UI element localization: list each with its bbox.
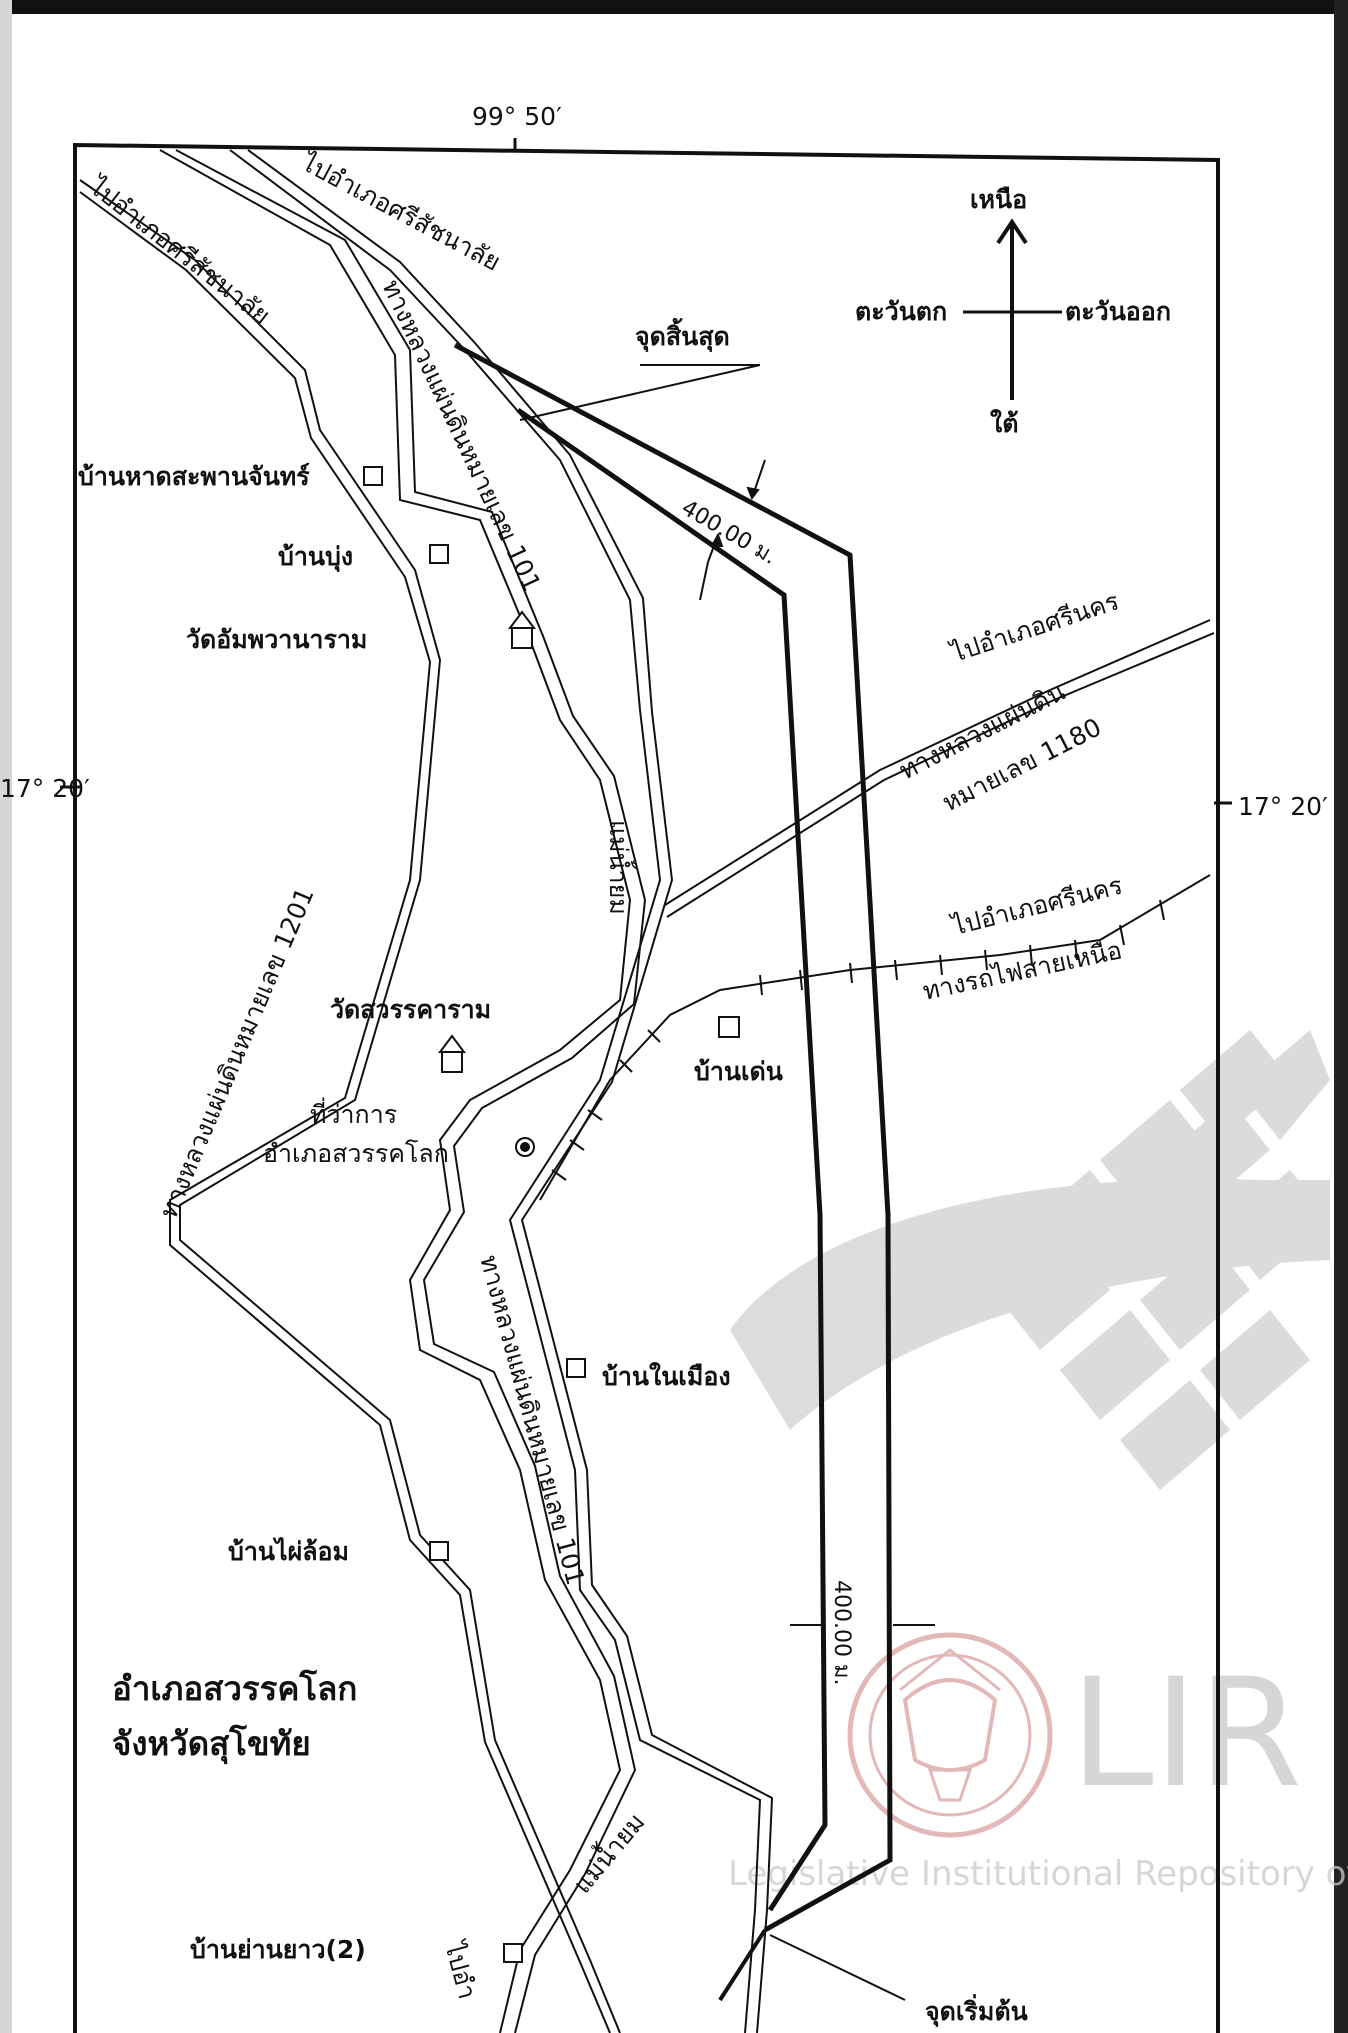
compass-east: ตะวันออก	[1065, 297, 1171, 326]
latitude-label-right: 17° 20′	[1238, 792, 1328, 821]
watermark-text: Legislative Institutional Repository of	[728, 1854, 1348, 1894]
to-si-nakhon-upper: ไปอำเภอศรีนคร	[946, 586, 1122, 668]
end-point-label: จุดสิ้นสุด	[635, 317, 730, 353]
compass: เหนือ ใต้ ตะวันตก ตะวันออก	[855, 185, 1171, 438]
ban-yan-yao-label: บ้านย่านยาว(2)	[190, 1935, 366, 1964]
watermark: LIR Legislative Institutional Repository…	[728, 1030, 1348, 1894]
to-si-satchanalai-left: ไปอำเภอศรีสัชนาลัย	[83, 171, 276, 331]
dimension-top	[699, 459, 766, 601]
parliament-seal	[847, 1632, 1053, 1838]
compass-west: ตะวันตก	[855, 297, 947, 326]
district-office-label-line2: อำเภอสวรรคโลก	[263, 1139, 449, 1168]
ban-phai-lom-label: บ้านไผ่ล้อม	[228, 1536, 349, 1566]
distance-bottom: 400.00 ม.	[829, 1580, 854, 1685]
railway-label: ทางรถไฟสายเหนือ	[920, 935, 1124, 1005]
northern-railway	[539, 874, 1211, 1201]
to-si-nakhon-lower: ไปอำเภอศรีนคร	[947, 871, 1125, 942]
village-icon	[503, 1943, 523, 1963]
to-si-satchanalai-right: ไปอำเภอศรีสัชนาลัย	[295, 147, 505, 277]
ban-den-label: บ้านเด่น	[694, 1057, 783, 1086]
region-province: จังหวัดสุโขทัย	[112, 1724, 311, 1765]
highway-101	[229, 149, 774, 2033]
latitude-label-left: 17° 20′	[0, 774, 90, 803]
boundary-zone	[453, 342, 893, 1933]
district-office-label-line1: ที่ว่าการ	[310, 1097, 397, 1129]
left-edge	[0, 0, 12, 2033]
highway-1180	[664, 619, 1215, 918]
compass-arrow-icon	[996, 218, 1028, 245]
ban-bung-label: บ้านบุ่ง	[278, 542, 353, 573]
to-bottom-left-label: ไปอำ	[439, 1937, 482, 2002]
right-edge	[1334, 0, 1348, 2033]
temple-icon	[508, 610, 536, 649]
highway-1201	[79, 179, 621, 2033]
longitude-label: 99° 50′	[472, 102, 562, 131]
start-point-leader	[769, 1934, 906, 2001]
ban-nai-mueang-label: บ้านในเมือง	[602, 1361, 731, 1391]
wat-sawankharam-label: วัดสวรรคาราม	[330, 995, 491, 1024]
temple-icon	[438, 1034, 466, 1073]
mae-yom-lower-label: แม่น้ำยม	[564, 1805, 650, 1899]
region-district: อำเภอสวรรคโลก	[112, 1669, 357, 1708]
start-point-label: จุดเริ่มต้น	[925, 1994, 1028, 2028]
village-icon	[718, 1016, 740, 1038]
watermark-logo-letters: LIR	[1070, 1647, 1302, 1821]
highway-101-top-label: ทางหลวงแผ่นดินหมายเลข 101	[377, 275, 547, 596]
map-frame	[73, 142, 1220, 2033]
top-border	[0, 0, 1348, 14]
compass-south: ใต้	[990, 408, 1018, 438]
village-markers	[363, 466, 740, 1963]
village-icon	[566, 1358, 586, 1378]
end-point-leader	[519, 364, 761, 421]
mae-yom-upper-label: แม่น้ำยม	[604, 820, 637, 915]
village-icon	[363, 466, 383, 486]
village-icon	[429, 544, 449, 564]
river-mae-yom	[159, 149, 647, 2033]
compass-north: เหนือ	[970, 185, 1027, 214]
ban-hat-saphan-chan-label: บ้านหาดสะพานจันทร์	[78, 462, 310, 491]
boundary-start-link	[718, 1928, 767, 2002]
wat-amphawanaram-label: วัดอัมพวานาราม	[186, 625, 367, 654]
district-office-icon	[515, 1137, 535, 1157]
village-icon	[429, 1541, 449, 1561]
